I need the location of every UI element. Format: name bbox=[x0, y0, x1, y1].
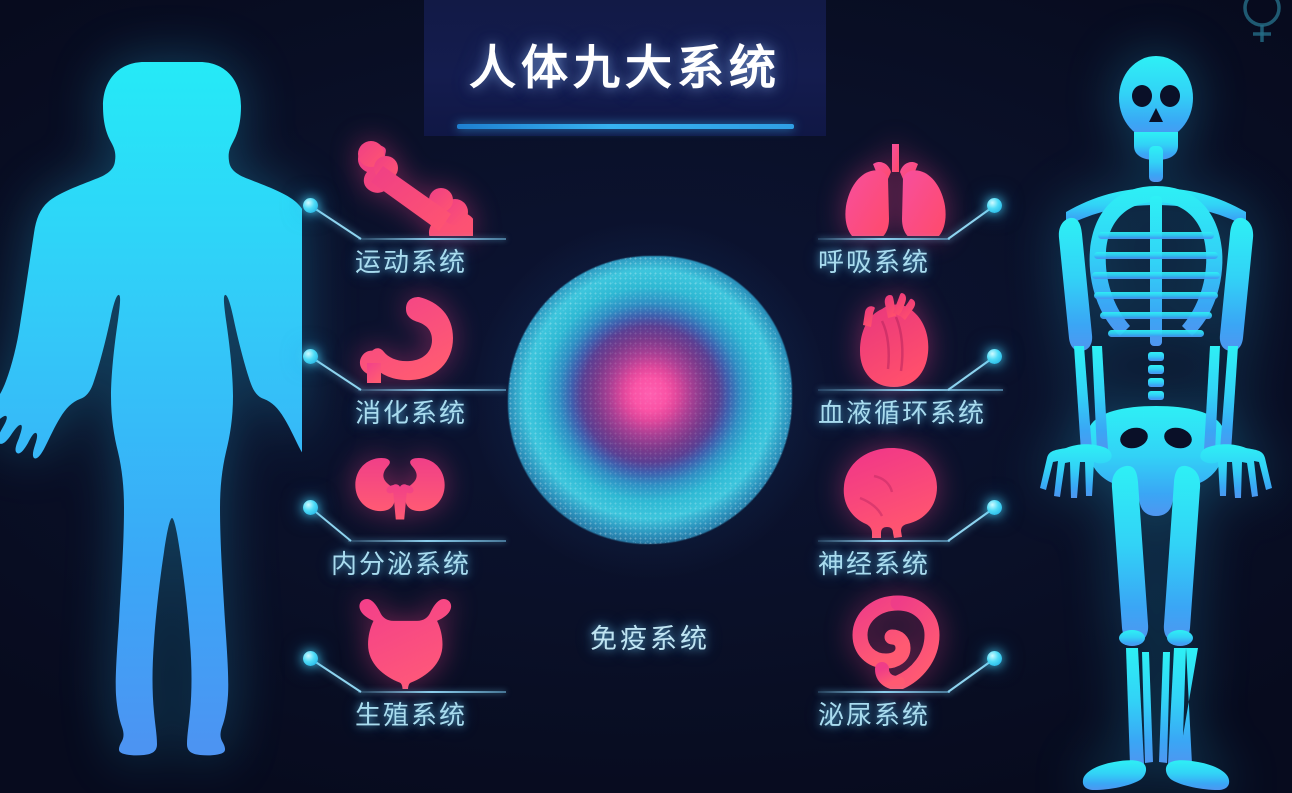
system-label: 内分泌系统 bbox=[331, 549, 472, 579]
skeleton-silhouette bbox=[1040, 56, 1272, 790]
connector-dot[interactable] bbox=[987, 651, 1002, 666]
connector-line bbox=[947, 356, 995, 391]
system-label: 神经系统 bbox=[818, 549, 931, 579]
bone-icon bbox=[355, 140, 473, 236]
connector-line bbox=[310, 658, 362, 693]
title-panel bbox=[424, 0, 826, 136]
system-label: 运动系统 bbox=[355, 247, 468, 277]
title-underline bbox=[457, 124, 794, 129]
connector-dot[interactable] bbox=[987, 198, 1002, 213]
brain-icon bbox=[834, 442, 952, 538]
immune-system-label: 免疫系统 bbox=[590, 624, 710, 654]
system-label: 消化系统 bbox=[355, 398, 468, 428]
label-rule bbox=[348, 540, 506, 542]
label-rule bbox=[358, 238, 506, 240]
connector-dot[interactable] bbox=[303, 349, 318, 364]
system-label: 生殖系统 bbox=[355, 700, 468, 730]
page-title: 人体九大系统 bbox=[469, 41, 781, 94]
connector-line bbox=[310, 356, 362, 391]
system-label: 泌尿系统 bbox=[818, 700, 931, 730]
system-label: 血液循环系统 bbox=[818, 398, 987, 428]
kidneys-icon bbox=[341, 442, 459, 538]
stomach-icon bbox=[355, 291, 473, 387]
label-rule bbox=[818, 389, 1003, 391]
bladder-icon bbox=[836, 593, 954, 689]
sphere-particle-rim bbox=[502, 250, 798, 550]
label-rule bbox=[818, 540, 950, 542]
immune-sphere bbox=[474, 222, 826, 578]
system-label: 呼吸系统 bbox=[818, 247, 931, 277]
connector-line bbox=[947, 658, 995, 693]
connector-line bbox=[947, 205, 995, 240]
connector-dot[interactable] bbox=[303, 198, 318, 213]
connector-dot[interactable] bbox=[987, 349, 1002, 364]
heart-icon bbox=[838, 291, 956, 387]
label-rule bbox=[358, 691, 506, 693]
label-rule bbox=[358, 389, 506, 391]
connector-line bbox=[947, 507, 995, 542]
connector-line bbox=[310, 507, 352, 542]
connector-dot[interactable] bbox=[303, 500, 318, 515]
lungs-icon bbox=[836, 140, 954, 236]
connector-dot[interactable] bbox=[303, 651, 318, 666]
magnifier-glyph-icon bbox=[1243, 0, 1281, 42]
label-rule bbox=[818, 238, 950, 240]
uterus-icon bbox=[349, 593, 467, 689]
connector-line bbox=[310, 205, 362, 240]
human-body-silhouette bbox=[0, 62, 302, 756]
connector-dot[interactable] bbox=[987, 500, 1002, 515]
label-rule bbox=[818, 691, 950, 693]
